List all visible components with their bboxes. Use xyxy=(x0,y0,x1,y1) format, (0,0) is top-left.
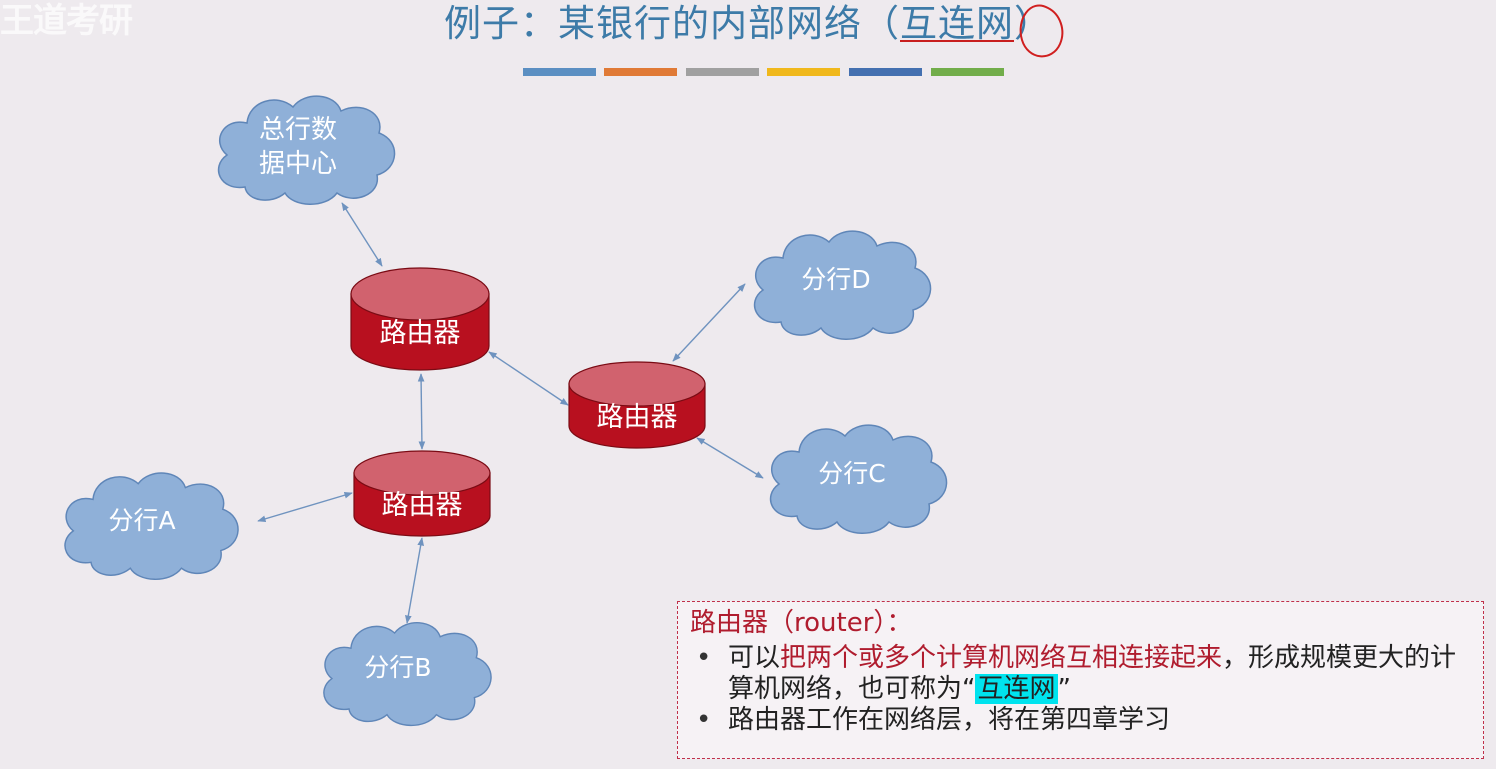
color-bar-seg-1 xyxy=(523,68,596,76)
link-hq-router1 xyxy=(341,202,383,267)
link-router2-branchD xyxy=(672,283,746,362)
router-2-label: 路由器 xyxy=(597,402,678,433)
cloud-hq: 总行数 据中心 xyxy=(217,95,396,206)
router-1-label: 路由器 xyxy=(380,318,461,349)
color-bar-seg-2 xyxy=(604,68,677,76)
cloud-branch-d-label: 分行D xyxy=(801,265,870,294)
cloud-branch-c: 分行C xyxy=(769,424,948,535)
color-bar-seg-4 xyxy=(767,68,840,76)
cloud-hq-label-line2: 据中心 xyxy=(259,149,337,179)
info-b1-pre: 可以 xyxy=(728,643,781,673)
title-highlight: 互连网 xyxy=(900,2,1014,45)
router-info-box: 路由器（router）： 可以把两个或多个计算机网络互相连接起来，形成规模更大的… xyxy=(677,601,1484,759)
color-bar xyxy=(523,68,1004,76)
color-bar-seg-5 xyxy=(849,68,922,76)
cloud-hq-label-line1: 总行数 xyxy=(259,115,337,145)
color-bar-seg-6 xyxy=(931,68,1004,76)
connections xyxy=(257,202,764,624)
info-heading: 路由器（router）： xyxy=(690,608,913,638)
cloud-branch-b-label: 分行B xyxy=(364,653,431,682)
watermark-logo: 王道考研 xyxy=(0,1,133,41)
link-router1-router3 xyxy=(417,373,426,450)
info-bullet-1: 可以把两个或多个计算机网络互相连接起来，形成规模更大的计算机网络，也可称为“互连… xyxy=(690,643,1471,705)
title-prefix: 例子：某银行的内部网络（ xyxy=(444,2,900,45)
link-router2-branchC xyxy=(696,437,764,479)
link-router3-branchA xyxy=(257,491,353,523)
cloud-branch-b: 分行B xyxy=(323,621,492,727)
info-b1-end: ” xyxy=(1057,674,1071,704)
router-2: 路由器 xyxy=(568,361,706,449)
router-1: 路由器 xyxy=(350,267,490,371)
info-bullet-2: 路由器工作在网络层，将在第四章学习 xyxy=(690,705,1471,736)
cloud-branch-a: 分行A xyxy=(64,472,239,581)
link-router1-router2 xyxy=(488,351,569,406)
page-title: 例子：某银行的内部网络（互连网） xyxy=(0,0,1496,50)
router-3-label: 路由器 xyxy=(382,490,463,521)
title-suffix: ） xyxy=(1014,2,1052,45)
info-b1-highlight: 互连网 xyxy=(975,674,1058,704)
cloud-branch-c-label: 分行C xyxy=(818,459,885,488)
info-b1-red: 把两个或多个计算机网络互相连接起来 xyxy=(780,643,1223,673)
info-list: 可以把两个或多个计算机网络互相连接起来，形成规模更大的计算机网络，也可称为“互连… xyxy=(690,643,1471,736)
router-3: 路由器 xyxy=(353,450,491,537)
cloud-branch-d: 分行D xyxy=(753,230,932,341)
info-b1-post: ，形成规模更大的计算机网络，也可称为“ xyxy=(728,643,1457,704)
cloud-branch-a-label: 分行A xyxy=(108,506,175,535)
color-bar-seg-3 xyxy=(686,68,759,76)
link-router3-branchB xyxy=(405,537,424,624)
annotation-circle xyxy=(1019,4,1064,58)
